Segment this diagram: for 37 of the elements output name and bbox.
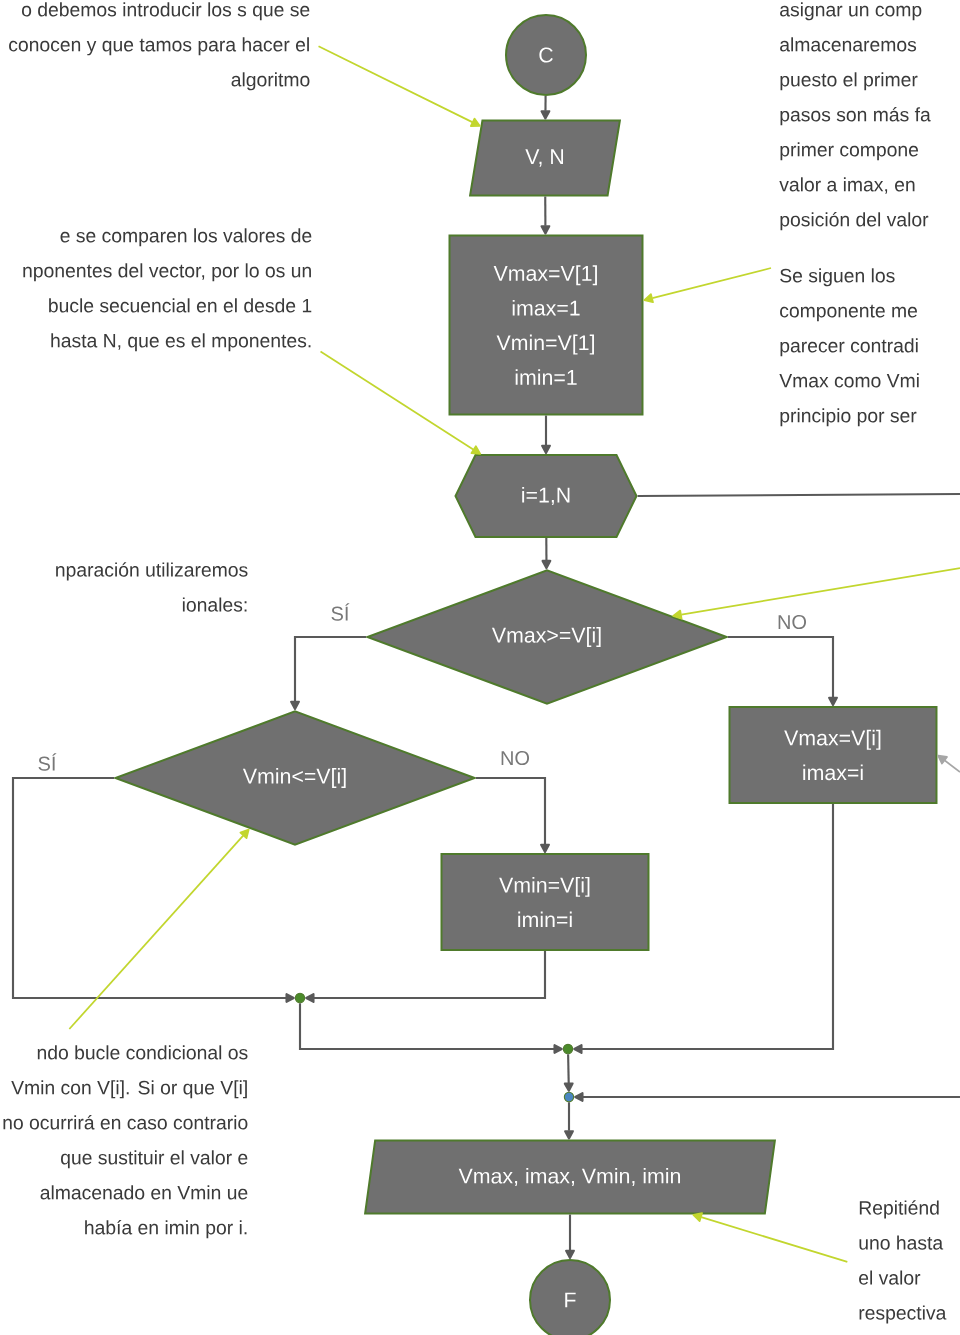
arrow — [11, 776, 295, 1003]
arrow — [573, 804, 835, 1054]
process-box: Vmin=V[i] imin=i — [440, 853, 650, 951]
annotation-text: o debemos introducir los s que se conocen y que tamos para hacer el algoritmo — [9, 2, 310, 91]
leader-line — [68, 828, 250, 1030]
arrow — [574, 1092, 960, 1102]
arrow — [298, 1003, 563, 1054]
process-box: Vmax=V[1] imax=1 Vmin=V[1] imin=1 — [448, 234, 644, 416]
arrow — [565, 1214, 575, 1259]
edge-label: SÍ — [329, 601, 351, 623]
loop-hexagon: i=1,N — [454, 454, 638, 538]
edge-label: SÍ — [36, 751, 58, 773]
leader-line — [317, 45, 481, 127]
arrow — [541, 415, 551, 454]
arrow — [564, 1102, 574, 1140]
arrow — [476, 776, 550, 853]
process-box: Vmax=V[i] imax=i — [728, 706, 938, 804]
annotation-text: nparación utilizaremos ionales: — [56, 562, 248, 612]
edge-label: NO — [498, 749, 532, 767]
arrow — [728, 635, 838, 706]
leader-line — [937, 754, 960, 773]
annotation-text: e se comparen los valores de nponentes del vector, por lo os un bucle secuencial en el desde 1 hasta N, que es el mponentes. — [23, 228, 312, 352]
arrow — [305, 951, 547, 1003]
annotation-text: asignar un comp almacenaremos puesto el primer pasos son más fa primer compone valor a imax, en posición del valor — [779, 2, 931, 231]
arrow — [290, 635, 366, 710]
arrow — [563, 1054, 574, 1092]
arrow — [540, 96, 551, 120]
annotation-text: Repitiénd uno hasta el valor respectiva — [859, 1200, 947, 1324]
leader-line — [672, 567, 960, 620]
arrow — [540, 196, 551, 235]
edge-label: NO — [775, 613, 809, 631]
leader-line — [692, 1212, 849, 1263]
annotation-text: Se siguen los componente me parecer contradi Vmax como Vmi principio por ser — [779, 268, 919, 427]
leader-line — [319, 350, 482, 455]
leader-line — [643, 267, 772, 304]
arrow — [541, 538, 552, 570]
annotation-text: ndo bucle condicional os Vmin con V[i]. Si or que V[i] no ocurrirá en caso contrario que sustituir el valor e almacenado en Vmin ue había en imin por i. — [3, 1045, 248, 1239]
